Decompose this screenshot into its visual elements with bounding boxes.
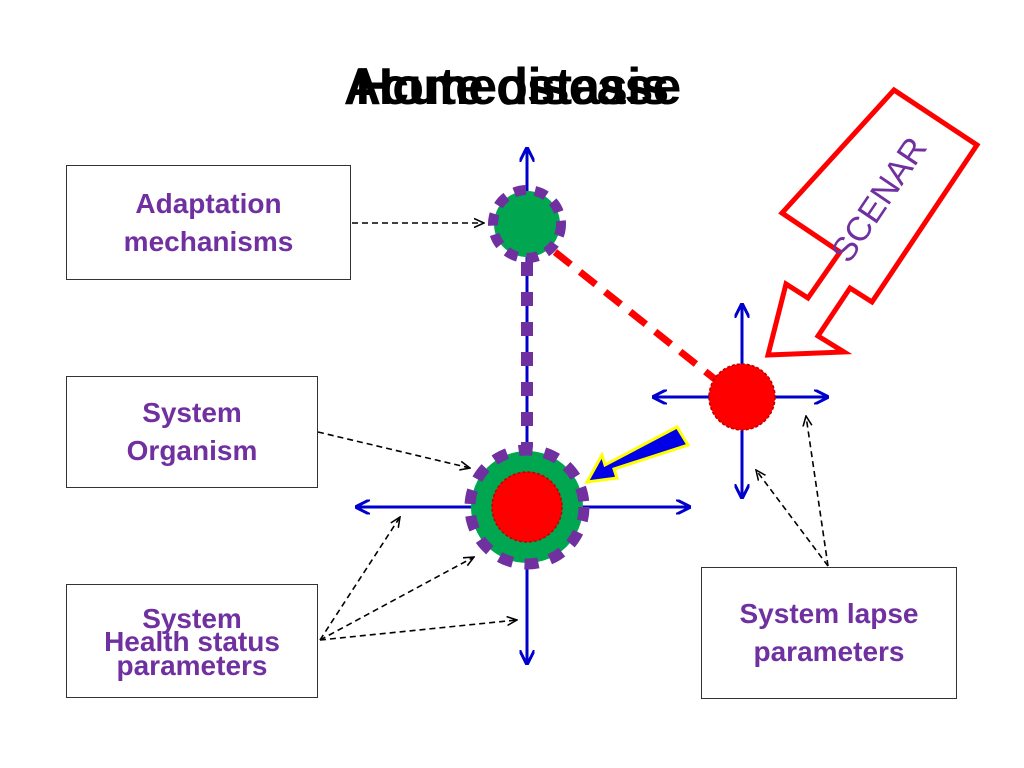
title-layer-acute-disease: Acute disease [343,58,682,116]
scenar-arrow-shape [764,86,981,358]
adaptation-line-1: Adaptation [135,187,282,219]
adaptation-mechanisms-box: Adaptation mechanisms [66,165,351,280]
system-organism-box: System Organism [66,376,318,488]
scenar-arrow: SCENAR [764,86,981,358]
system-lapse-box: System lapse parameters [701,567,957,699]
adaptation-line-2: mechanisms [123,225,294,257]
connector-health-1 [319,517,400,641]
connector-health-2 [319,557,474,641]
connector-health-3 [319,620,517,641]
health-layer-line-1: System [142,603,242,634]
lapse-line-1: System lapse [739,598,919,629]
health-layer-line-3: Health status [104,626,280,657]
connector-lapse-2 [806,416,829,567]
organism-line-1: System [142,397,242,428]
organism-line-2: Organism [126,435,258,466]
connector-organism [317,431,470,468]
connector-lapse-1 [756,470,829,567]
slide-title: Acute disease Homeostasis [0,52,1024,122]
organism-node [464,444,590,570]
lapse-line-2: parameters [753,636,905,667]
health-status-box: System parameters Health status [66,584,318,698]
health-layer-line-2: parameters [116,650,268,681]
connector-lines [317,223,829,641]
adaptation-node [488,185,566,263]
red-dashed-link [552,249,719,383]
blue-pointer-arrow [584,425,691,484]
lapse-node [708,363,776,431]
title-layer-homeostasis: Homeostasis [355,58,670,116]
